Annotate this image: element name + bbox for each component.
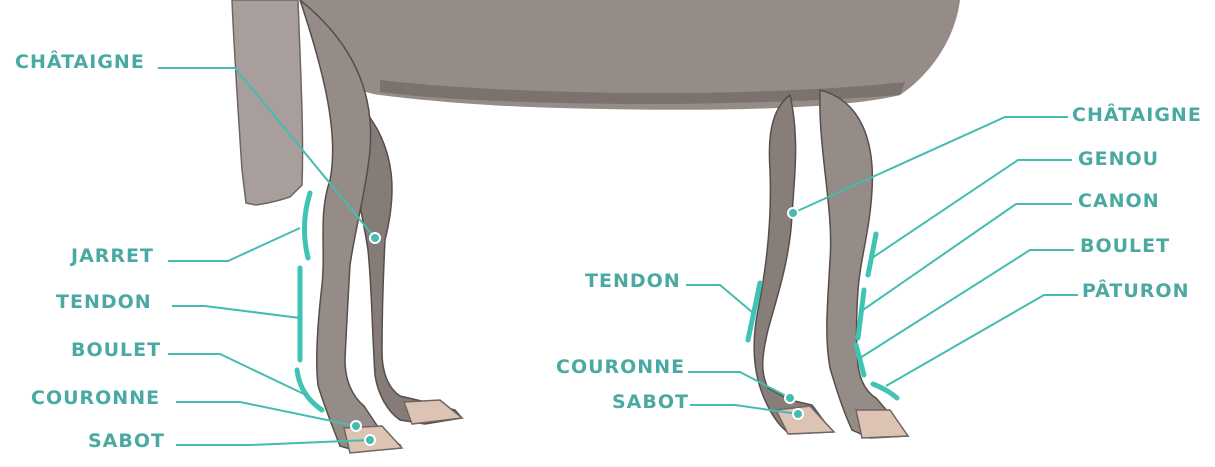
label-couronne-right: COURONNE [556, 356, 685, 378]
front-near-leg [820, 90, 908, 438]
horse-tail [232, 0, 303, 205]
front-near-hoof [856, 410, 908, 438]
label-boulet-left: BOULET [71, 339, 161, 361]
leader-tendon-left [172, 306, 300, 318]
leader-genou-right [872, 160, 1072, 258]
label-boulet-right: BOULET [1080, 235, 1170, 257]
leader-canon-right [860, 204, 1072, 312]
front-far-leg [754, 95, 832, 434]
dot-couronne-left [351, 421, 361, 431]
dot-sabot-right [793, 409, 803, 419]
leader-tendon-right [686, 285, 752, 312]
bracket-canon-right [858, 290, 864, 338]
dot-chataigne-left [370, 233, 380, 243]
rear-far-hoof [404, 400, 462, 424]
label-genou-right: GENOU [1078, 148, 1159, 170]
label-paturon-right: PÂTURON [1082, 280, 1189, 302]
bracket-genou-right [868, 234, 876, 275]
dot-sabot-left [365, 435, 375, 445]
label-chataigne-left: CHÂTAIGNE [15, 51, 145, 73]
label-canon-right: CANON [1078, 190, 1160, 212]
label-chataigne-right: CHÂTAIGNE [1072, 104, 1202, 126]
bracket-jarret-left [304, 193, 310, 258]
dot-chataigne-right [788, 208, 798, 218]
label-couronne-left: COURONNE [31, 387, 160, 409]
leader-boulet-right [860, 250, 1074, 358]
label-tendon-right: TENDON [585, 270, 681, 292]
label-jarret-left: JARRET [71, 245, 154, 267]
bracket-paturon-right [873, 384, 897, 398]
dot-couronne-right [785, 393, 795, 403]
leader-paturon-right [886, 295, 1078, 386]
leader-jarret-left [168, 228, 300, 261]
label-tendon-left: TENDON [56, 291, 152, 313]
label-sabot-right: SABOT [612, 391, 689, 413]
leader-boulet-left [168, 354, 306, 395]
label-sabot-left: SABOT [88, 430, 165, 452]
